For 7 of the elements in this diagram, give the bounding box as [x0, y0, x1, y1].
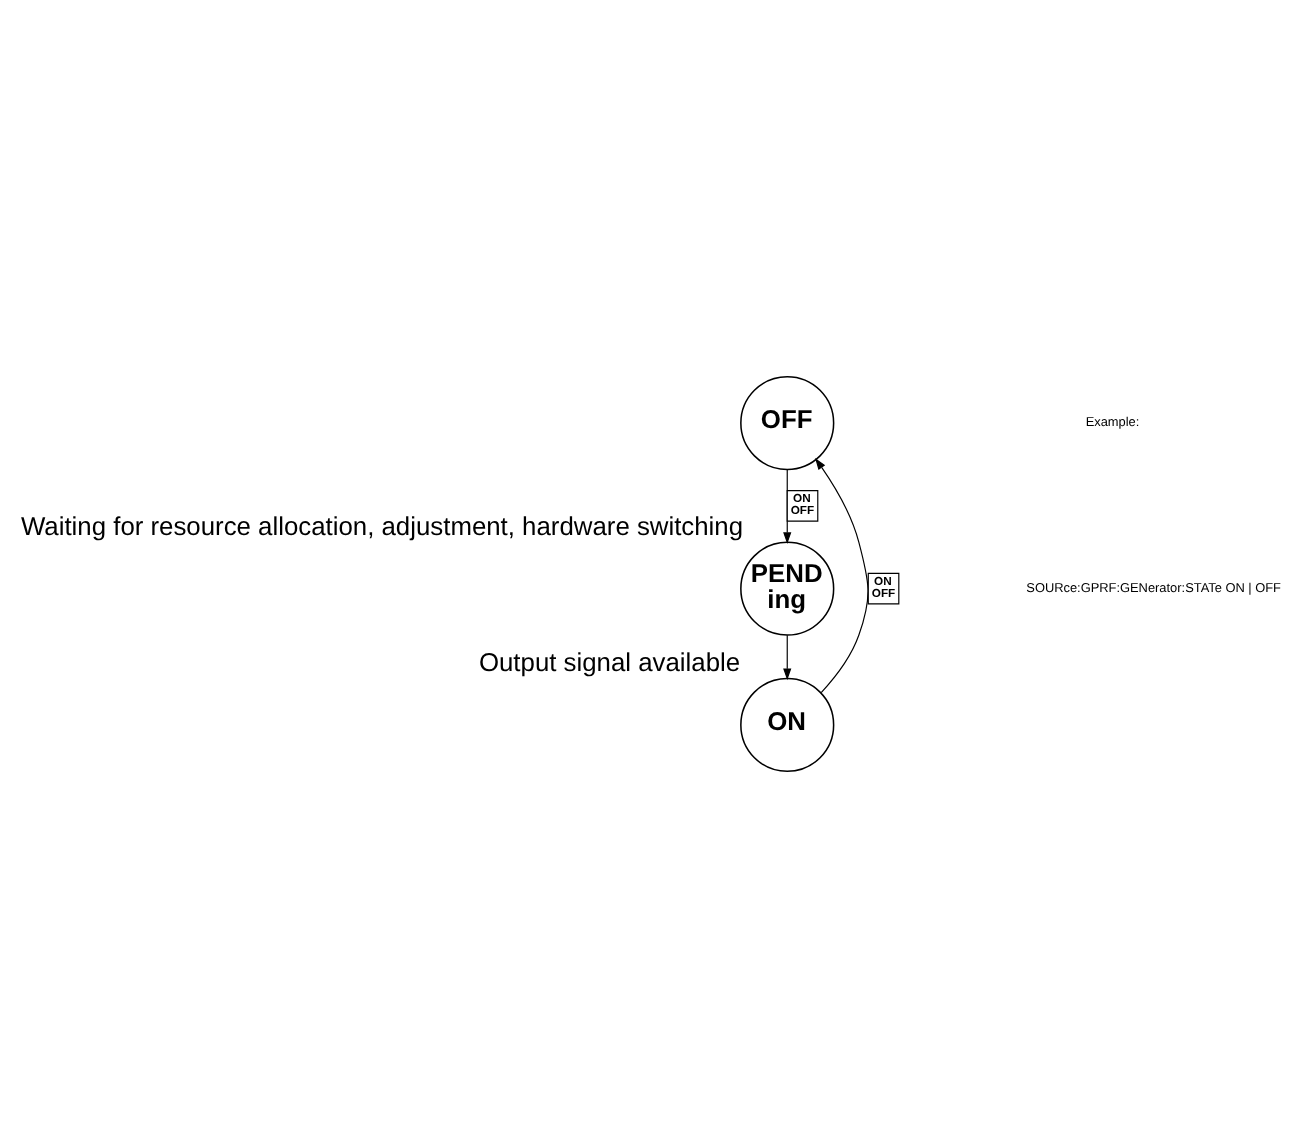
node-circle: ON	[740, 677, 835, 773]
arrow	[815, 458, 869, 694]
arrow	[783, 469, 792, 545]
node-label: Output signal available	[478, 647, 741, 678]
node-circle: PEND ing	[740, 541, 835, 636]
arrow	[783, 634, 792, 681]
node-label: Waiting for resource allocation, adjustment, hardware switching	[20, 510, 744, 541]
